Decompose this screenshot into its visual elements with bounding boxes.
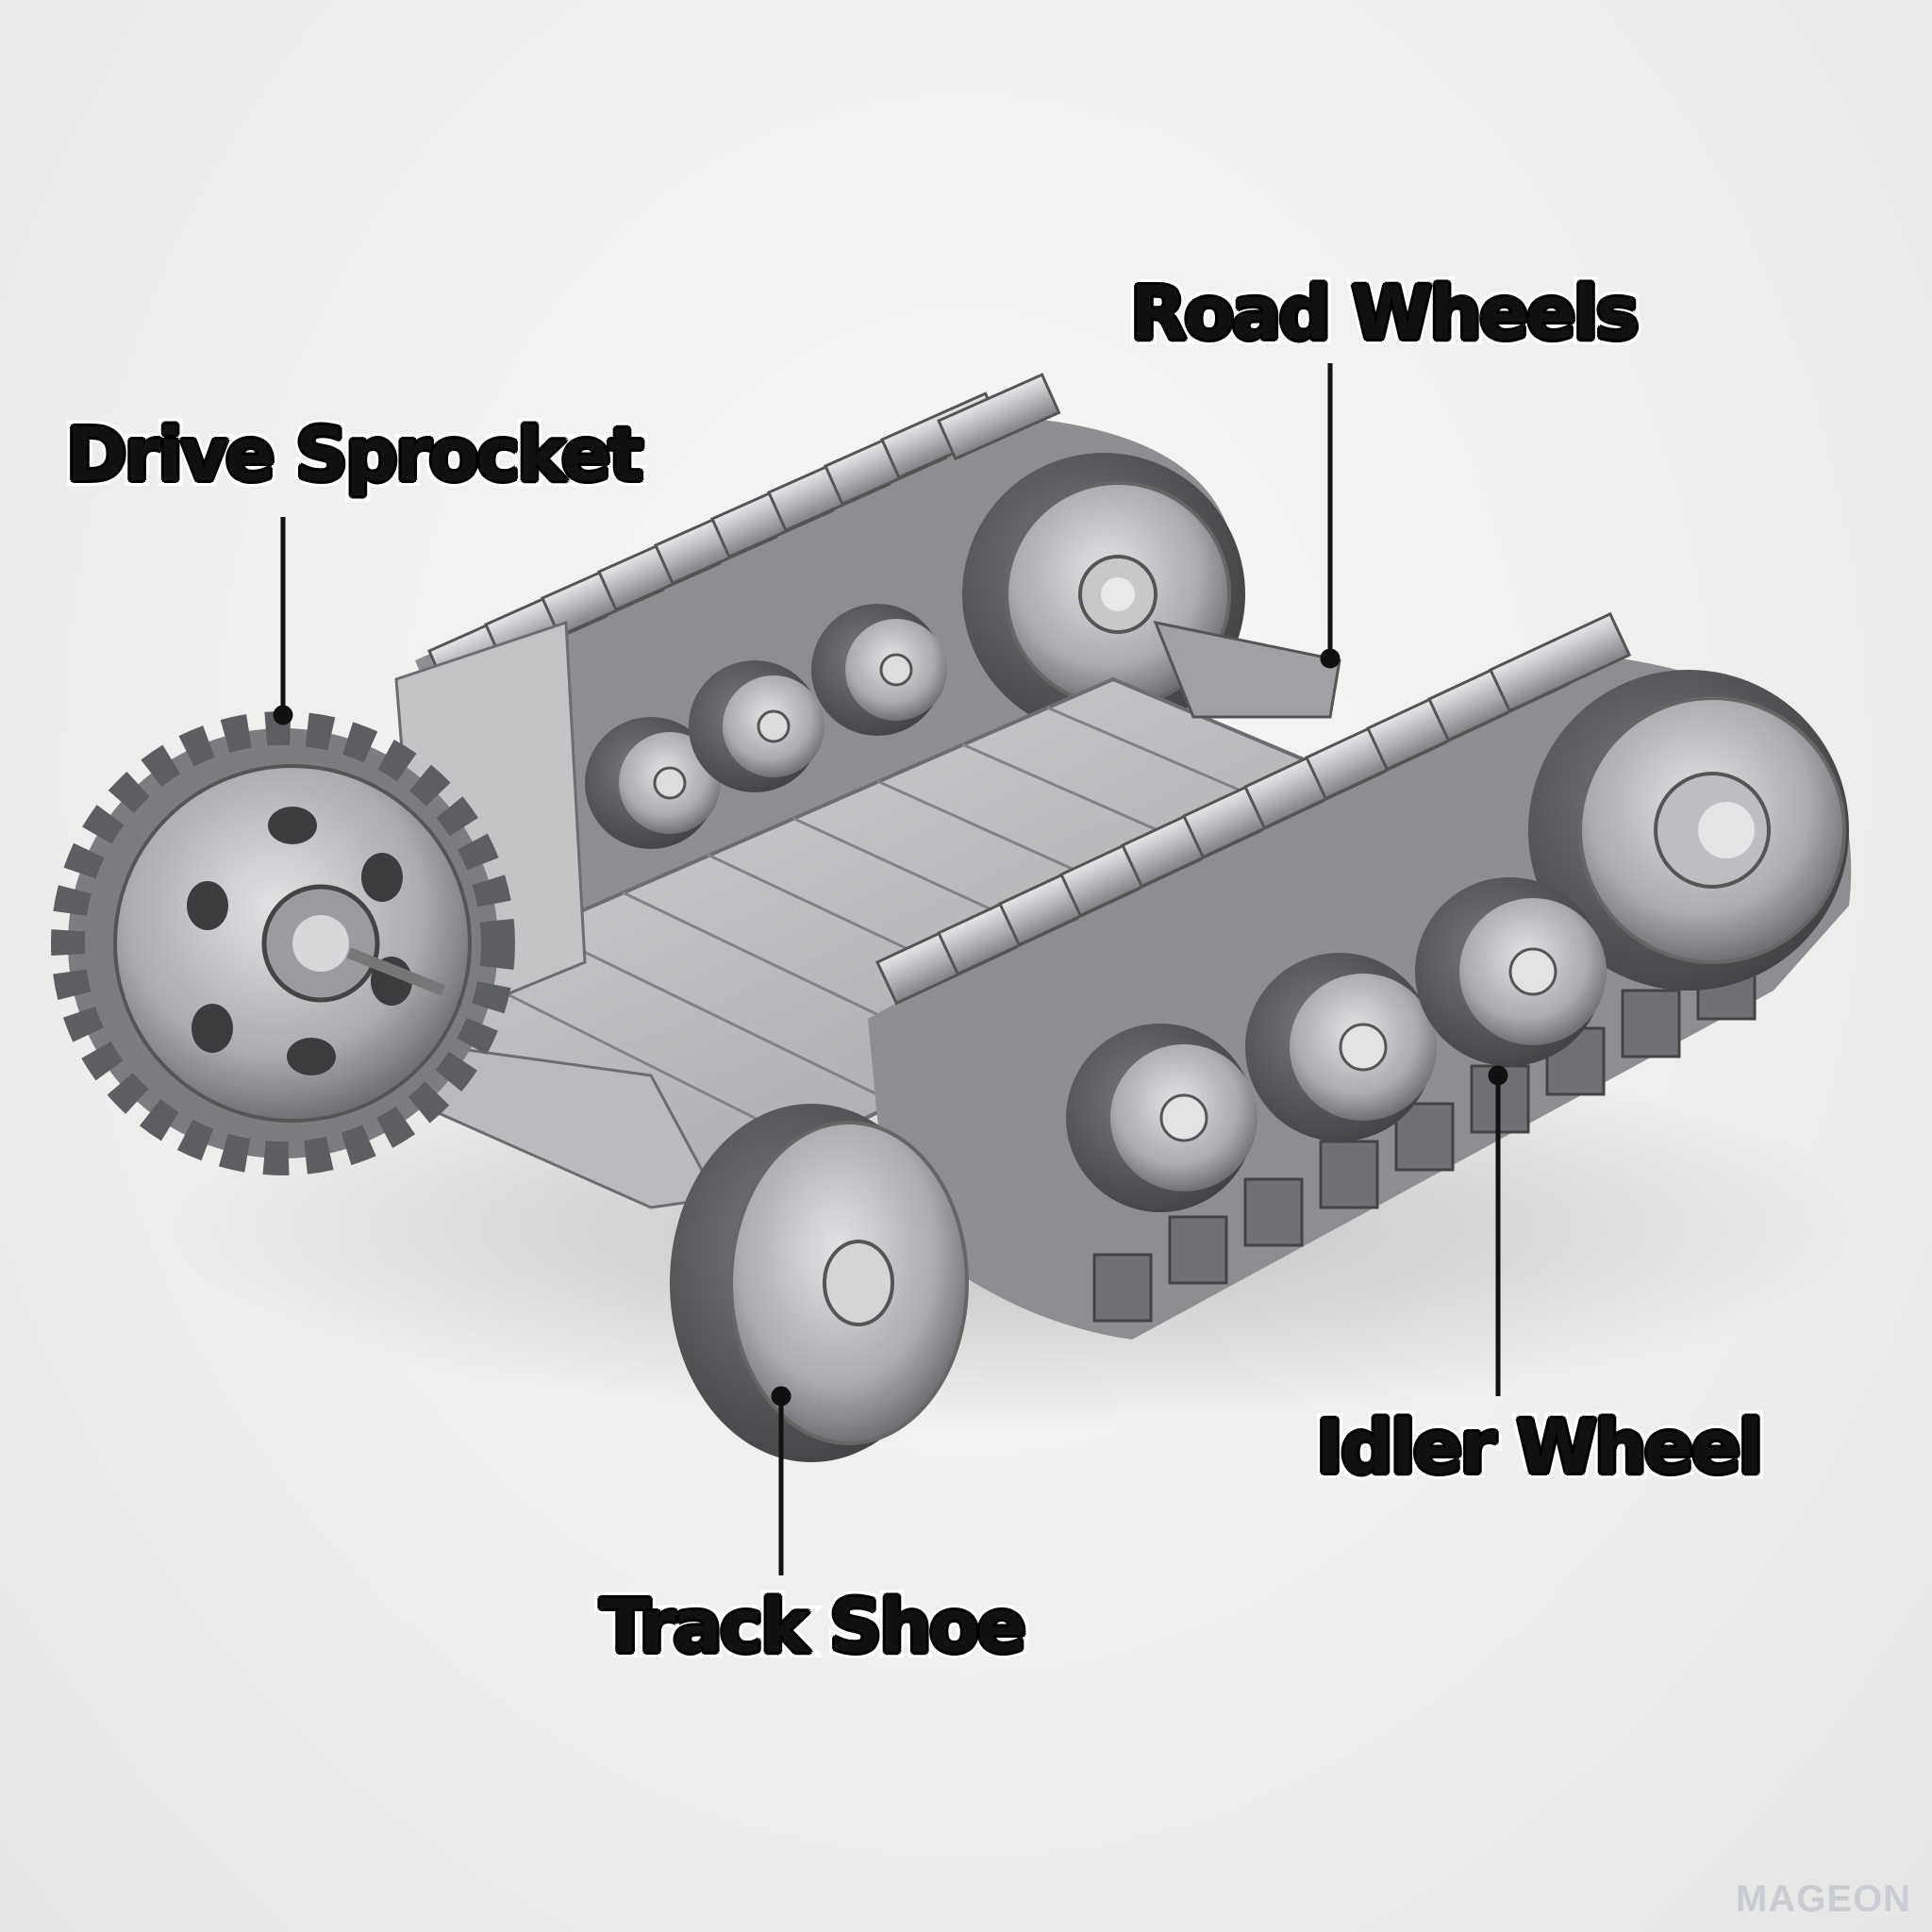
track-shoe-label: Track Shoe	[594, 1579, 1032, 1675]
idler-wheel-label: Idler Wheel	[1310, 1400, 1769, 1496]
drive-sprocket-graphic	[51, 711, 515, 1175]
front-track-shoes	[875, 611, 1632, 1006]
road-wheels-label: Road Wheels	[1124, 266, 1645, 362]
drive-sprocket-label: Drive Sprocket	[60, 408, 649, 504]
watermark: MAGEON	[1736, 1878, 1911, 1920]
inner-road-wheels	[585, 604, 947, 849]
rear-track-shoes	[427, 373, 1061, 691]
front-road-wheels	[1066, 877, 1607, 1212]
front-track	[868, 611, 1852, 1340]
leader-lines	[273, 363, 1508, 1575]
track-shoe-wheel	[670, 1104, 969, 1462]
suspension-arm	[1153, 620, 1341, 719]
